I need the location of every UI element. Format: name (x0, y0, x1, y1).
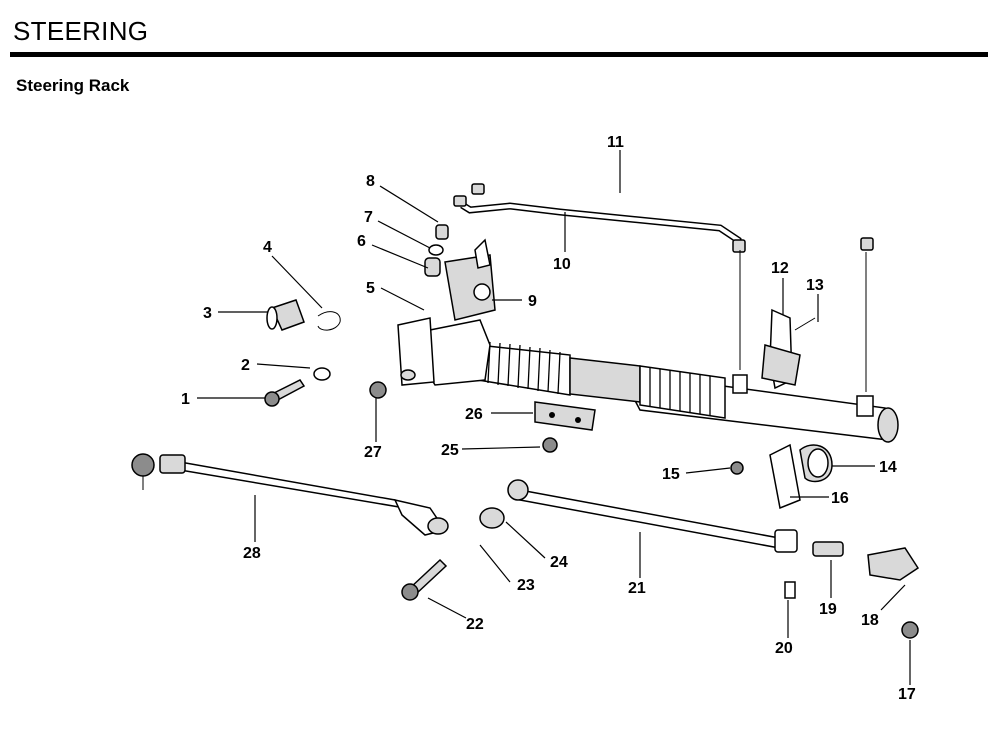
callout-23: 23 (517, 577, 535, 594)
rack-gaiters (477, 341, 726, 419)
title-divider (10, 52, 988, 57)
callout-labels: 1 2 3 4 5 6 7 8 9 10 11 12 13 14 15 16 1… (181, 134, 916, 703)
callout-1: 1 (181, 391, 190, 408)
tie-rod-bolt (401, 558, 448, 601)
callout-17: 17 (898, 686, 916, 703)
callout-4: 4 (263, 239, 272, 256)
callout-6: 6 (357, 233, 366, 250)
callout-16: 16 (831, 490, 849, 507)
callout-7: 7 (364, 209, 373, 226)
callout-19: 19 (819, 601, 837, 618)
tie-rod-right (479, 479, 920, 639)
callout-14: 14 (879, 459, 897, 476)
pinion-housing (397, 238, 496, 386)
callout-8: 8 (366, 173, 375, 190)
callout-28: 28 (243, 545, 261, 562)
page-title: STEERING (13, 16, 149, 46)
callout-11: 11 (607, 134, 624, 151)
fluid-pipes (453, 182, 874, 253)
rack-mount-bracket (534, 401, 596, 453)
pinion-components (264, 224, 449, 407)
callout-10: 10 (553, 256, 571, 273)
leader-lines (197, 150, 911, 685)
mounting-clamps (730, 308, 833, 510)
callout-9: 9 (528, 293, 537, 310)
callout-27: 27 (364, 444, 382, 461)
callout-13: 13 (806, 277, 824, 294)
rack-housing (618, 250, 899, 443)
callout-24: 24 (550, 554, 568, 571)
callout-15: 15 (662, 466, 680, 483)
tie-rod-left (131, 453, 449, 536)
callout-20: 20 (775, 640, 793, 657)
callout-2: 2 (241, 357, 250, 374)
callout-26: 26 (465, 406, 483, 423)
section-title: Steering Rack (16, 76, 130, 95)
callout-3: 3 (203, 305, 212, 322)
callout-25: 25 (441, 442, 459, 459)
callout-21: 21 (628, 580, 646, 597)
callout-18: 18 (861, 612, 879, 629)
callout-12: 12 (771, 260, 789, 277)
callout-5: 5 (366, 280, 375, 297)
callout-22: 22 (466, 616, 484, 633)
